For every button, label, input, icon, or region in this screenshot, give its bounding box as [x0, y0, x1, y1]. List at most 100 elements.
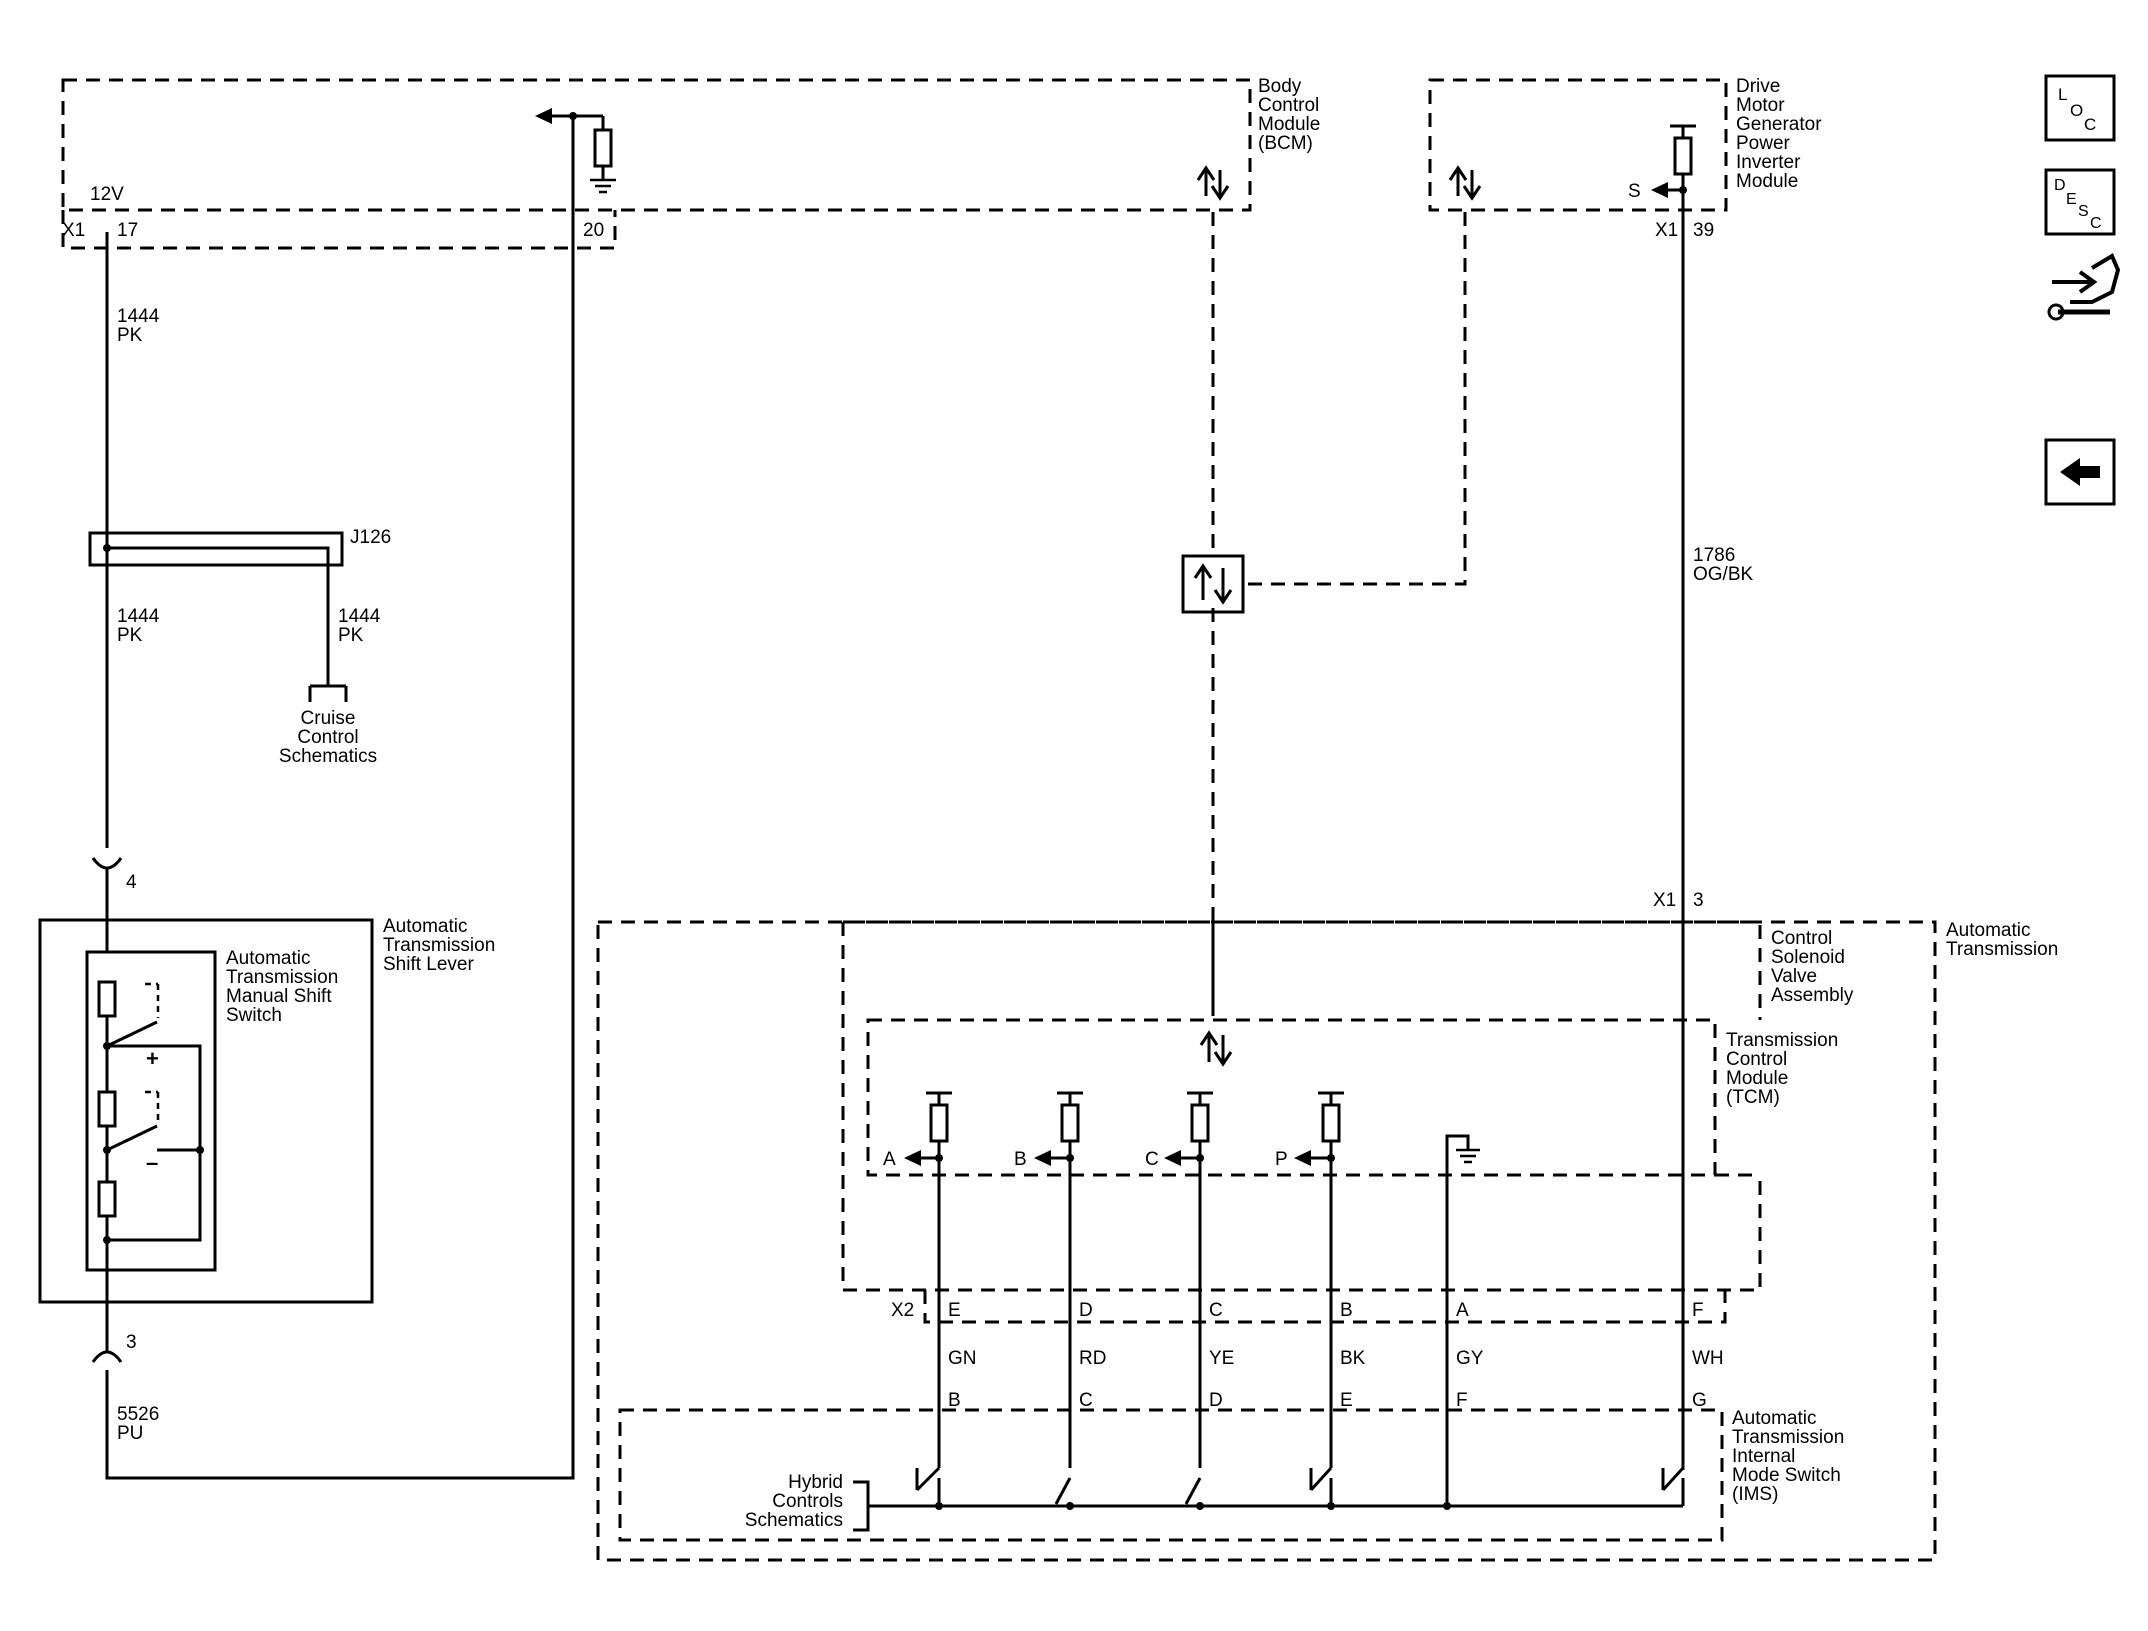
tcm-ground-circuit — [1445, 1134, 1480, 1506]
inline-connector-3 — [91, 116, 575, 1480]
svg-text:Automatic: Automatic — [383, 916, 467, 937]
svg-text:Schematics: Schematics — [279, 746, 377, 767]
svg-text:C: C — [2090, 215, 2102, 232]
dmgpim-serial-data-arrows — [1448, 165, 1482, 201]
automatic-transmission-label: Automatic Transmission — [1946, 920, 2058, 960]
svg-text:Assembly: Assembly — [1771, 985, 1854, 1006]
trans-connector-label: X1 — [1653, 890, 1676, 911]
svg-text:Mode Switch: Mode Switch — [1732, 1465, 1841, 1486]
svg-text:C: C — [1209, 1300, 1223, 1321]
ims-outline — [618, 1408, 1724, 1542]
location-view-icon[interactable]: L O C — [2044, 74, 2116, 142]
svg-text:E: E — [948, 1300, 961, 1321]
svg-text:Power: Power — [1736, 133, 1791, 154]
svg-text:Valve: Valve — [1771, 966, 1817, 987]
svg-text:Module: Module — [1258, 114, 1320, 135]
svg-text:YE: YE — [1209, 1348, 1234, 1369]
svg-text:B: B — [1014, 1149, 1027, 1170]
tcm-outline — [866, 1018, 1717, 1177]
x2-connector-label: X2 — [891, 1300, 914, 1321]
svg-text:Control: Control — [1771, 928, 1832, 949]
svg-text:Automatic: Automatic — [1946, 920, 2030, 941]
svg-text:Control: Control — [1258, 95, 1319, 116]
bcm-pin-20: 20 — [583, 220, 604, 241]
bcm-connector-label: X1 — [62, 220, 85, 241]
bcm-serial-data-arrows — [1196, 165, 1230, 201]
dm-connector-label: X1 — [1655, 220, 1678, 241]
x2-pin-labels: E D C B A F — [948, 1300, 1704, 1321]
wire-color-labels: GN RD YE BK GY WH — [948, 1348, 1724, 1369]
hybrid-reference-bracket — [853, 1480, 880, 1532]
svg-text:B: B — [1340, 1300, 1353, 1321]
svg-text:Generator: Generator — [1736, 114, 1822, 135]
wire-1444-color-top: PK — [117, 325, 143, 346]
inline-4-label: 4 — [126, 872, 137, 893]
svg-text:Motor: Motor — [1736, 95, 1785, 116]
svg-text:D: D — [1209, 1390, 1223, 1411]
control-solenoid-valve-assembly-outline — [841, 920, 1762, 1292]
svg-text:Switch: Switch — [226, 1005, 282, 1026]
svg-text:E: E — [1340, 1390, 1353, 1411]
dmgpim-pull-up-resistor — [1651, 124, 1696, 240]
svg-text:A: A — [1456, 1300, 1469, 1321]
svg-text:Transmission: Transmission — [1726, 1030, 1838, 1051]
bcm-pin-17: 17 — [117, 220, 138, 241]
bcm-pull-down-resistor — [535, 108, 616, 194]
svg-text:A: A — [883, 1149, 896, 1170]
automatic-transmission-outline — [596, 920, 1937, 1562]
svg-text:F: F — [1456, 1390, 1468, 1411]
wire-1786-number: 1786 — [1693, 545, 1735, 566]
wire-1444-pk — [103, 232, 348, 848]
svg-text:Cruise: Cruise — [301, 708, 356, 729]
serial-data-gateway-box — [1181, 554, 1245, 614]
tcm-signal-labels: A B C P — [883, 1149, 1288, 1170]
tcm-serial-data-arrows — [1199, 1030, 1233, 1067]
svg-text:O: O — [2070, 101, 2083, 120]
svg-text:GN: GN — [948, 1348, 977, 1369]
downshift-minus-label: – — [146, 1150, 158, 1175]
svg-text:(TCM): (TCM) — [1726, 1087, 1780, 1108]
wire-5526-number: 5526 — [117, 1404, 159, 1425]
svg-text:BK: BK — [1340, 1348, 1366, 1369]
manual-shift-switch-circuit — [97, 980, 204, 1270]
inline-connector-4 — [91, 857, 123, 952]
serial-data-bus — [1181, 212, 1467, 1016]
svg-text:Transmission: Transmission — [1732, 1427, 1844, 1448]
svg-text:Control: Control — [297, 727, 358, 748]
svg-text:(BCM): (BCM) — [1258, 133, 1313, 154]
tcm-signal-b-circuit — [1034, 1091, 1083, 1468]
manual-shift-switch-label: Automatic Transmission Manual Shift Swit… — [226, 948, 338, 1026]
manual-shift-switch-outline — [85, 950, 217, 1272]
dm-pin-39: 39 — [1693, 220, 1714, 241]
svg-text:Transmission: Transmission — [226, 967, 338, 988]
dmgpim-label: Drive Motor Generator Power Inverter Mod… — [1736, 76, 1822, 192]
back-arrow-icon[interactable] — [2044, 438, 2116, 506]
shift-lever-outline — [38, 918, 374, 1304]
svg-text:B: B — [948, 1390, 961, 1411]
splice-j126-label: J126 — [350, 527, 391, 548]
hybrid-reference-label: Hybrid Controls Schematics — [745, 1472, 843, 1531]
svg-text:D: D — [2054, 177, 2066, 194]
svg-text:C: C — [1079, 1390, 1093, 1411]
splice-j126 — [88, 531, 344, 567]
trans-pin-3: 3 — [1693, 890, 1704, 911]
svg-text:Shift Lever: Shift Lever — [383, 954, 474, 975]
svg-text:Body: Body — [1258, 76, 1302, 97]
wire-1444-number-top: 1444 — [117, 306, 160, 327]
svg-text:Controls: Controls — [772, 1491, 843, 1512]
tcm-label: Transmission Control Module (TCM) — [1726, 1030, 1838, 1108]
bcm-outline — [61, 78, 1252, 250]
svg-text:E: E — [2066, 191, 2077, 208]
wire-1444-color-mid: PK — [117, 625, 143, 646]
connector-end-view-icon[interactable] — [2047, 253, 2121, 321]
dmgpim-outline — [1428, 78, 1728, 212]
svg-text:Hybrid: Hybrid — [788, 1472, 843, 1493]
inline-3-label: 3 — [126, 1332, 137, 1353]
tcm-signal-a-circuit — [904, 1091, 952, 1468]
wire-5526-color: PU — [117, 1423, 143, 1444]
description-view-icon[interactable]: D E S C — [2044, 168, 2116, 236]
bcm-label: Body Control Module (BCM) — [1258, 76, 1320, 154]
svg-text:D: D — [1079, 1300, 1093, 1321]
svg-text:F: F — [1692, 1300, 1704, 1321]
svg-text:WH: WH — [1692, 1348, 1724, 1369]
